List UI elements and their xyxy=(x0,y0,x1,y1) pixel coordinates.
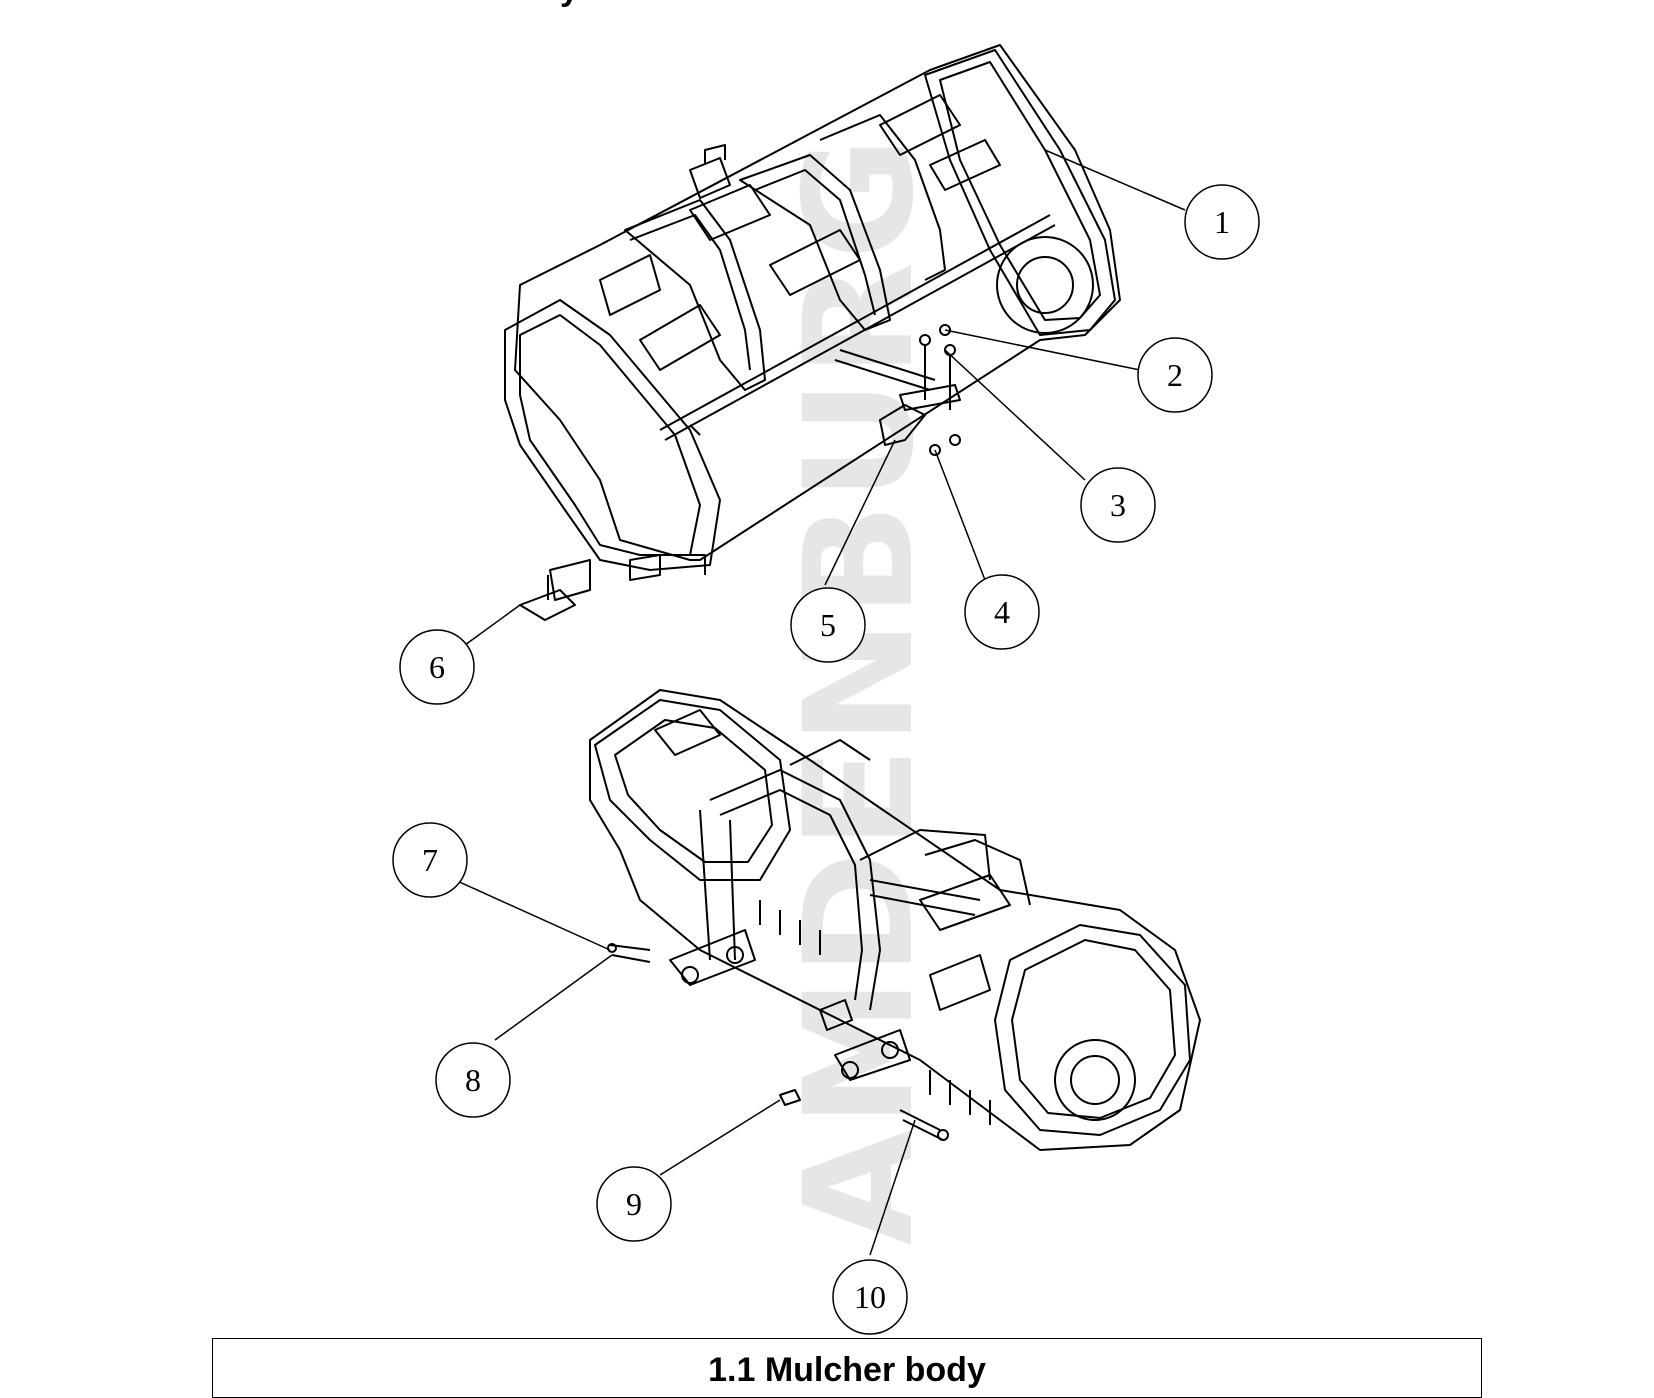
callout-circle xyxy=(790,587,866,663)
callout-number: 5 xyxy=(820,607,836,643)
callout-number: 6 xyxy=(429,649,445,685)
callout-number: 1 xyxy=(1214,204,1230,240)
exploded-view-drawing: 1 2 3 4 5 6 7 8 9 10 xyxy=(392,44,1260,1335)
callout-9: 9 xyxy=(596,1166,672,1242)
lower-frame-assembly xyxy=(589,689,1201,1151)
callout-number: 4 xyxy=(994,594,1010,630)
callout-3: 3 xyxy=(1080,467,1156,543)
callout-number: 9 xyxy=(626,1186,642,1222)
callout-10: 10 xyxy=(832,1259,908,1335)
upper-frame-assembly xyxy=(504,44,1121,621)
callout-bubbles: 1 2 3 4 5 6 7 8 9 10 xyxy=(392,184,1260,1335)
callout-1: 1 xyxy=(1184,184,1260,260)
callout-8: 8 xyxy=(435,1042,511,1118)
callout-number: 3 xyxy=(1110,487,1126,523)
callout-leader-lines xyxy=(454,149,1186,1256)
callout-number: 8 xyxy=(465,1062,481,1098)
callout-circle xyxy=(1184,184,1260,260)
callout-number: 2 xyxy=(1167,357,1183,393)
callout-7: 7 xyxy=(392,822,468,898)
callout-5: 5 xyxy=(790,587,866,663)
callout-circle xyxy=(392,822,468,898)
callout-6: 6 xyxy=(399,629,475,705)
callout-circle xyxy=(596,1166,672,1242)
callout-2: 2 xyxy=(1137,337,1213,413)
section-heading-fragment: y xyxy=(560,0,680,10)
callout-number: 10 xyxy=(854,1279,886,1315)
caption-title: 1.1 Mulcher body xyxy=(708,1351,986,1389)
callout-4: 4 xyxy=(964,574,1040,650)
callout-circle xyxy=(832,1259,908,1335)
callout-circle xyxy=(1137,337,1213,413)
callout-circle xyxy=(435,1042,511,1118)
callout-circle xyxy=(399,629,475,705)
caption-table: 1.1 Mulcher body xyxy=(212,1338,1482,1398)
callout-circle xyxy=(1080,467,1156,543)
callout-circle xyxy=(964,574,1040,650)
callout-number: 7 xyxy=(422,842,438,878)
diagram-page: y AMDENBURG xyxy=(212,0,1482,1398)
